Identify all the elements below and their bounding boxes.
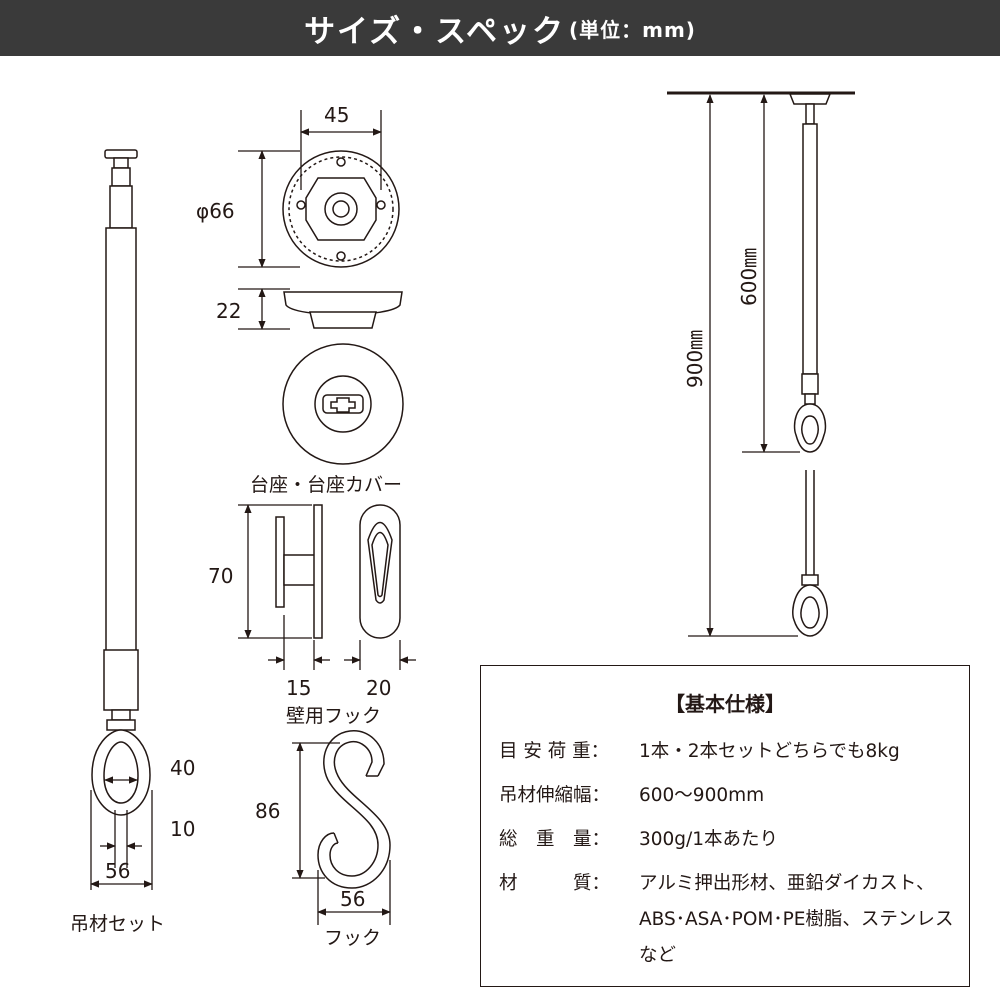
spec-box: 【基本仕様】 目 安 荷 重： 1本・2本セットどちらでも8kg 吊材伸縮幅： … [480,665,970,987]
s-hook-height-dim: 86 [255,799,280,823]
max-length-dim: 900㎜ [683,330,707,388]
base-width-dim: 45 [324,103,349,127]
s-hook-caption: フック [324,927,381,949]
base-dimensions [238,110,382,330]
wall-hook-caption: 壁用フック [286,705,381,727]
wall-hook-height-dim: 70 [208,564,233,588]
installed-view-drawing [667,91,855,637]
spec-value: 600〜900mm [639,785,765,806]
base-top-view [282,150,400,268]
header-bar: サイズ・スペック (単位：mm) [0,0,1000,56]
spec-value: 300g/1本あたり [639,829,779,850]
wall-hook-depth-dim: 15 [286,676,311,700]
min-length-dim: 600㎜ [737,248,761,306]
hanger-caption: 吊材セット [70,913,165,935]
base-caption: 台座・台座カバー [250,474,402,496]
hanging-set-drawing [91,149,151,816]
installed-view-dimensions [688,94,800,637]
hanger-width-dim: 56 [105,859,130,883]
s-hook-width-dim: 56 [340,887,365,911]
spec-label: 目 安 荷 重： [499,741,610,762]
spec-title: 【基本仕様】 [665,692,785,716]
s-hook-dimensions [292,742,391,925]
base-side-view [283,291,403,329]
wall-hook-dimensions [238,504,416,670]
base-diameter-dim: φ66 [196,199,235,223]
hanger-inner-dim: 40 [170,756,195,780]
wall-hook-front-view [359,504,401,639]
unit-note: (単位：mm) [568,17,696,42]
page-title: サイズ・スペック [304,13,565,50]
wall-hook-side-view [275,504,323,639]
spec-label: 材 質： [499,873,611,894]
spec-value: 1本・2本セットどちらでも8kg [639,741,900,762]
spec-label: 総 重 量： [499,829,611,850]
hanger-gap-dim: 10 [170,817,195,841]
hanging-set-dimensions [90,776,153,890]
spec-value: アルミ押出形材、亜鉛ダイカスト、ABS･ASA･POM･PE樹脂、ステンレスなど [639,873,954,966]
s-hook-drawing [317,730,391,889]
base-cover-view [282,343,404,465]
base-height-dim: 22 [216,299,241,323]
spec-label: 吊材伸縮幅： [499,785,611,806]
wall-hook-width-dim: 20 [366,676,391,700]
